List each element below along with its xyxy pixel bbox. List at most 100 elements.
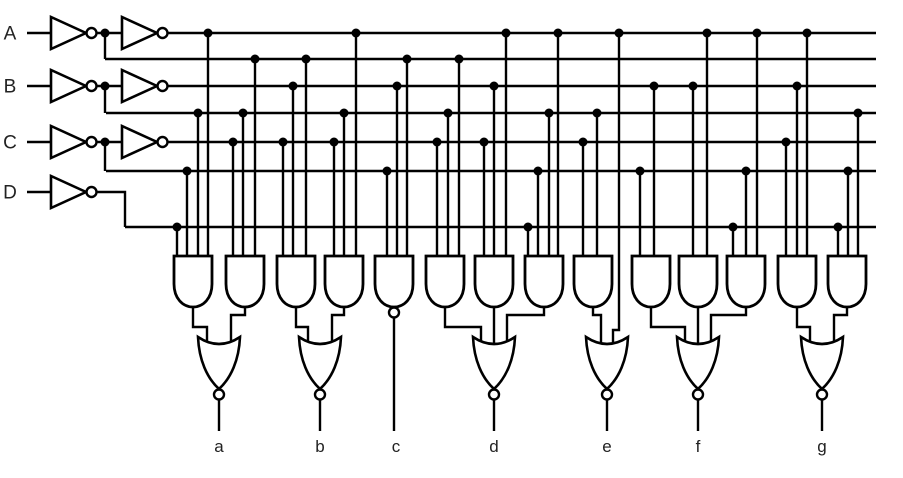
connector-wire (294, 307, 310, 344)
output-label: a (214, 437, 224, 456)
nor-bubble-icon (815, 388, 829, 401)
connector-wire (330, 307, 346, 344)
connector-wire (709, 307, 748, 344)
not-gate-icon (49, 123, 90, 161)
and-gate (523, 254, 565, 309)
direct-input-wire (611, 33, 621, 344)
and-gate (677, 254, 719, 309)
nor-bubble-icon (313, 388, 327, 401)
nor-gate (584, 334, 630, 391)
nor-gate (297, 334, 343, 391)
junction-dot (443, 108, 453, 118)
junction-dot (592, 108, 602, 118)
junction-dot (702, 28, 712, 38)
and-gate (172, 254, 214, 309)
input-label: D (3, 183, 17, 204)
inverter-bubble-icon (85, 79, 98, 93)
connector-wire (591, 307, 603, 344)
junction-dot (489, 81, 499, 91)
junction-dot (741, 166, 751, 176)
junction-dot (544, 108, 554, 118)
junction-dot (228, 137, 238, 147)
connector-wire (832, 307, 849, 344)
junction-dot (339, 108, 349, 118)
and-gate (473, 254, 515, 309)
input-label: C (3, 133, 17, 154)
inverted-bus-drop-wire (96, 190, 127, 227)
junction-dot (649, 81, 659, 91)
junction-dot (792, 81, 802, 91)
junction-dot (382, 166, 392, 176)
and-gate (725, 254, 767, 309)
inverter-bubble-icon (156, 79, 169, 93)
junction-dot (238, 108, 248, 118)
and-gate (630, 254, 672, 309)
junction-dot (250, 54, 260, 64)
connector-wire (229, 307, 247, 344)
not-gate-icon (49, 173, 90, 211)
nor-gate (675, 334, 721, 391)
and-gate (776, 254, 818, 309)
junction-dot (501, 28, 511, 38)
junction-dot (479, 137, 489, 147)
junction-dot (454, 54, 464, 64)
nor-bubble-icon (487, 388, 501, 401)
output-label: b (315, 437, 324, 456)
junction-dot (533, 166, 543, 176)
not-gate-icon (120, 67, 161, 105)
inverter-bubble-icon (85, 26, 98, 40)
inverter-bubble-icon (156, 26, 169, 40)
not-gate-icon (49, 67, 90, 105)
junction-dot (833, 222, 843, 232)
junction-dot (288, 81, 298, 91)
and-gate (826, 254, 868, 309)
junction-dot (688, 81, 698, 91)
junction-dot (278, 137, 288, 147)
junction-dot (329, 137, 339, 147)
junction-dot (802, 28, 812, 38)
output-label: c (392, 437, 401, 456)
inverter-bubble-icon (85, 135, 98, 149)
junction-dot (843, 166, 853, 176)
junction-dot (182, 166, 192, 176)
and-gate (275, 254, 317, 309)
junction-dot (172, 222, 182, 232)
connector-wire (649, 307, 687, 344)
junction-dot (301, 54, 311, 64)
not-gate-icon (120, 14, 161, 52)
nor-gate (196, 334, 242, 391)
input-label: A (4, 24, 17, 45)
junction-dot (392, 81, 402, 91)
nor-bubble-icon (212, 388, 226, 401)
junction-dot (578, 137, 588, 147)
junction-dot (203, 28, 213, 38)
output-label: d (489, 437, 498, 456)
inverter-bubble-icon (156, 135, 169, 149)
not-gate-icon (49, 14, 90, 52)
nor-bubble-icon (691, 388, 705, 401)
connector-wire (443, 307, 483, 344)
junction-dot (523, 222, 533, 232)
connector-wire (505, 307, 546, 344)
connector-wire (191, 307, 209, 344)
output-label: e (602, 437, 611, 456)
input-label: B (4, 77, 17, 98)
nand-bubble-icon (387, 306, 401, 319)
junction-dot (853, 108, 863, 118)
and-gate (373, 254, 415, 309)
inverter-bubble-icon (85, 185, 98, 199)
junction-dot (553, 28, 563, 38)
nor-gate (799, 334, 845, 391)
and-gate (424, 254, 466, 309)
junction-dot (351, 28, 361, 38)
junction-dot (193, 108, 203, 118)
nor-gate (471, 334, 517, 391)
junction-dot (781, 137, 791, 147)
junction-dot (635, 166, 645, 176)
nor-bubble-icon (600, 388, 614, 401)
and-gate (572, 254, 614, 309)
output-label: f (696, 437, 701, 456)
junction-dot (614, 28, 624, 38)
